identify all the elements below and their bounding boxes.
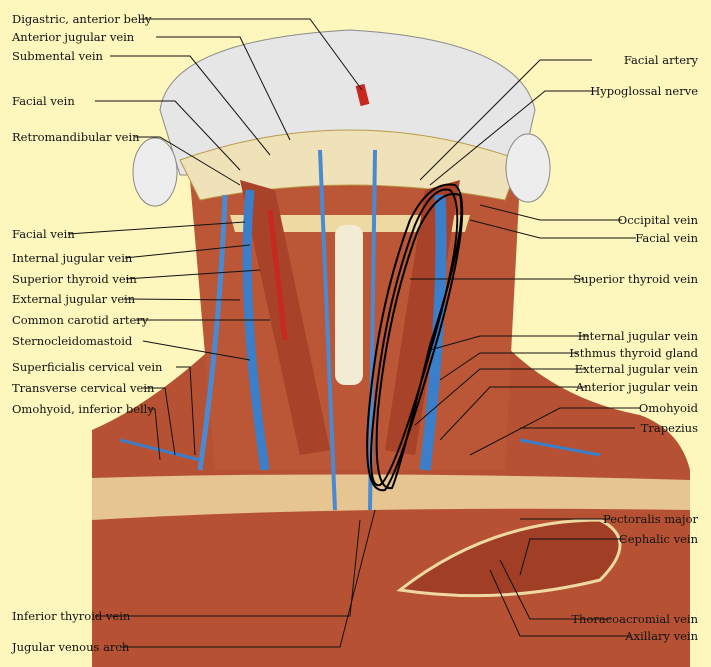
anterior-jugular	[318, 149, 337, 511]
label-superior-thyroid-vein-left: Superior thyroid vein	[12, 272, 137, 286]
left-ear	[132, 137, 178, 207]
label-isthmus-thyroid-gland: Isthmus thyroid gland	[569, 346, 698, 360]
label-external-jugular-vein-right: External jugular vein	[574, 362, 698, 376]
label-external-jugular-vein-left: External jugular vein	[12, 292, 136, 306]
right-ear	[505, 133, 551, 203]
label-facial-artery: Facial artery	[623, 53, 698, 67]
label-omohyoid-inferior-belly: Omohyoid, inferior belly	[12, 402, 154, 416]
transverse-vein-left	[119, 438, 201, 462]
label-facial-vein-right: Facial vein	[635, 231, 698, 245]
label-trapezius: Trapezius	[640, 421, 698, 435]
label-internal-jugular-vein-left: Internal jugular vein	[12, 251, 133, 265]
common-carotid	[267, 209, 288, 341]
label-superficialis-cervical-vein: Superficialis cervical vein	[12, 360, 163, 374]
label-hypoglossal-nerve: Hypoglossal nerve	[590, 84, 698, 98]
label-pectoralis-major: Pectoralis major	[602, 512, 698, 526]
label-anterior-jugular-vein-right: Anterior jugular vein	[575, 380, 698, 394]
label-thoracoacromial-vein: Thoracoacromial vein	[571, 612, 698, 626]
label-anterior-jugular-vein: Anterior jugular vein	[12, 30, 135, 44]
transverse-vein-right	[519, 438, 601, 457]
trachea	[335, 225, 363, 385]
label-submental-vein: Submental vein	[12, 49, 103, 63]
label-occipital-vein: Occipital vein	[617, 213, 698, 227]
label-axillary-vein: Axillary vein	[625, 629, 698, 643]
leader-lines	[67, 18, 640, 648]
label-retromandibular-vein: Retromandibular vein	[12, 130, 140, 144]
label-internal-jugular-vein-right: Internal jugular vein	[577, 329, 698, 343]
label-transverse-cervical-vein: Transverse cervical vein	[12, 381, 155, 395]
label-jugular-venous-arch: Jugular venous arch	[12, 640, 130, 654]
ink-scribble-loop	[366, 183, 464, 492]
label-superior-thyroid-vein-right: Superior thyroid vein	[573, 272, 698, 286]
label-sternocleidomastoid: Sternocleidomastoid	[12, 334, 133, 348]
label-omohyoid: Omohyoid	[638, 401, 698, 415]
label-inferior-thyroid-vein: Inferior thyroid vein	[12, 609, 131, 623]
label-common-carotid-artery: Common carotid artery	[12, 313, 149, 327]
label-facial-vein-upper: Facial vein	[12, 94, 75, 108]
label-facial-vein-lower: Facial vein	[12, 227, 75, 241]
label-digastric-anterior-belly: Digastric, anterior belly	[12, 12, 152, 26]
external-jugular-left	[197, 194, 228, 471]
internal-jugular-left	[242, 189, 270, 471]
clavicle-band	[92, 474, 690, 520]
scm-left	[240, 180, 330, 455]
label-cephalic-vein: Cephalic vein	[618, 532, 698, 546]
